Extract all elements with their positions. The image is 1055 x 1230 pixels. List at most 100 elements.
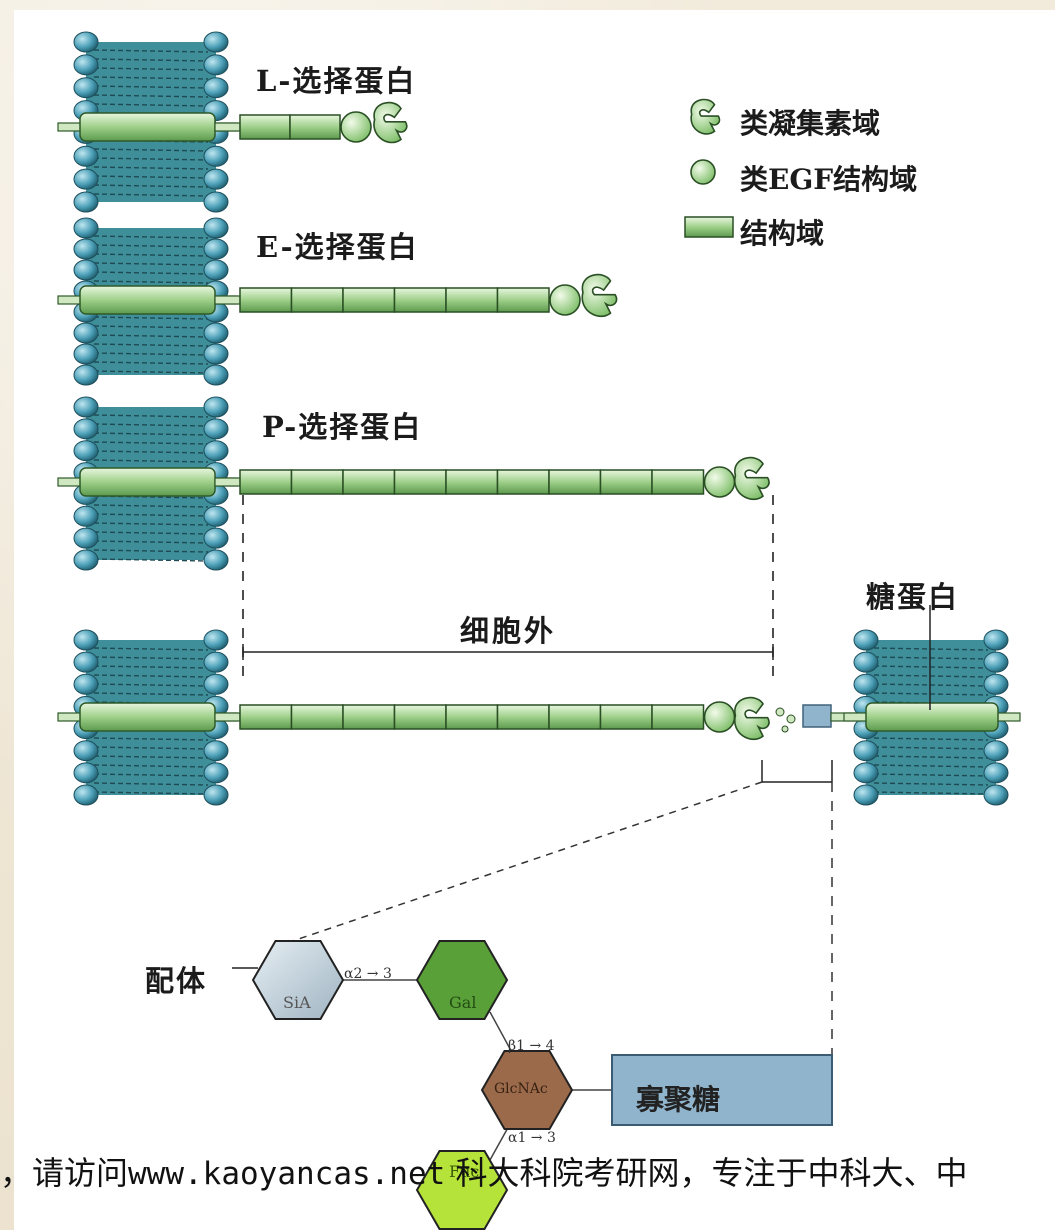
lipid-head	[203, 31, 229, 53]
legend-egf-label: 类EGF结构域	[740, 163, 918, 196]
lipid-tail	[93, 791, 209, 795]
lipid-head	[203, 168, 229, 190]
sia-hexagon	[251, 940, 345, 1020]
lipid-tail	[93, 558, 209, 562]
lipid-tail	[93, 76, 209, 80]
lipid-head	[73, 396, 99, 418]
zoom-line-left	[271, 781, 763, 949]
lipid-head	[983, 629, 1009, 651]
lipid-head	[203, 673, 229, 695]
repeat-domain	[239, 287, 293, 313]
glycoprotein-sugar-box	[802, 704, 832, 728]
repeat-domain	[599, 469, 653, 495]
l-egf-domain	[340, 111, 372, 143]
lipid-tail	[873, 683, 989, 687]
lipid-head	[983, 673, 1009, 695]
lipid-head	[73, 673, 99, 695]
lipid-head	[203, 784, 229, 806]
lipid-tail	[873, 782, 989, 786]
lipid-head	[853, 762, 879, 784]
lipid-tail	[93, 755, 209, 759]
repeat-domain	[548, 469, 602, 495]
lipid-tail	[873, 791, 989, 795]
legend-lectin-icon	[690, 98, 721, 135]
lipid-head	[73, 364, 99, 386]
lipid-tail	[93, 370, 209, 374]
lipid-tail	[93, 334, 209, 338]
repeat-domain	[651, 469, 705, 495]
repeat-domain	[342, 704, 396, 730]
lipid-tail	[93, 235, 209, 239]
lipid-tail	[93, 157, 209, 161]
bottom-selectin-tm	[57, 702, 238, 732]
lipid-head	[203, 549, 229, 571]
lipid-tail	[93, 325, 209, 329]
footer-after: 科大科院考研网，专注于中科大、中	[445, 1154, 968, 1192]
repeat-domain	[496, 469, 550, 495]
lipid-tail	[93, 674, 209, 678]
lipid-head	[853, 740, 879, 762]
lipid-tail	[873, 737, 989, 741]
linkage-a23: α2 → 3	[344, 966, 392, 982]
lipid-tail	[93, 432, 209, 436]
repeat-domain	[496, 704, 550, 730]
lipid-head	[73, 505, 99, 527]
lipid-tail	[93, 531, 209, 535]
lipid-tail	[93, 49, 209, 53]
lipid-head	[73, 740, 99, 762]
repeat-domain	[239, 469, 293, 495]
lipid-head	[73, 259, 99, 281]
l-selectin-tm	[57, 112, 238, 142]
lipid-head	[203, 259, 229, 281]
p-selectin-domains	[239, 469, 705, 495]
figure-frame	[14, 10, 1055, 1230]
lipid-tail	[93, 85, 209, 89]
glcnac-hexagon	[480, 1050, 574, 1130]
lipid-head	[203, 651, 229, 673]
lipid-tail	[93, 244, 209, 248]
repeat-domain	[651, 704, 705, 730]
bottom-linker	[214, 712, 241, 722]
oligosaccharide-label: 寡聚糖	[636, 1083, 721, 1116]
lipid-head	[203, 238, 229, 260]
ligand-dot	[781, 725, 789, 733]
p-selectin-label: P-选择蛋白	[262, 410, 423, 444]
lipid-head	[73, 343, 99, 365]
l-selectin-domains	[239, 114, 341, 140]
repeat-domain	[548, 704, 602, 730]
lipid-head	[73, 238, 99, 260]
lipid-head	[203, 364, 229, 386]
lipid-head	[203, 440, 229, 462]
ligand-label: 配体	[145, 964, 208, 998]
repeat-domain	[599, 704, 653, 730]
extracellular-label: 细胞外	[460, 614, 557, 648]
lipid-tail	[93, 148, 209, 152]
fuc-label: Fuc	[449, 1162, 480, 1181]
lipid-tail	[93, 656, 209, 660]
lipid-tail	[93, 665, 209, 669]
tm-segment	[865, 702, 999, 732]
e-selectin-tm	[57, 285, 238, 315]
tm-segment	[79, 467, 216, 497]
tm-segment	[79, 285, 216, 315]
lipid-head	[73, 31, 99, 53]
lipid-head	[73, 440, 99, 462]
lipid-tail	[93, 782, 209, 786]
repeat-domain	[393, 704, 447, 730]
bottom-selectin-domains	[239, 704, 705, 730]
lipid-tail	[93, 522, 209, 526]
lipid-tail	[873, 764, 989, 768]
lipid-head	[73, 77, 99, 99]
repeat-domain	[289, 114, 341, 140]
lipid-tail	[873, 674, 989, 678]
p-selectin-tm	[57, 467, 238, 497]
l-selectin-label: L-选择蛋白	[256, 64, 417, 98]
lipid-head	[203, 217, 229, 239]
repeat-domain	[445, 287, 499, 313]
footer-url[interactable]: www.kaoyancas.net	[128, 1156, 446, 1192]
ligand-dot	[775, 707, 785, 717]
lipid-head	[73, 784, 99, 806]
tm-segment	[79, 702, 216, 732]
lipid-head	[983, 762, 1009, 784]
e-selectin-domains	[239, 287, 550, 313]
